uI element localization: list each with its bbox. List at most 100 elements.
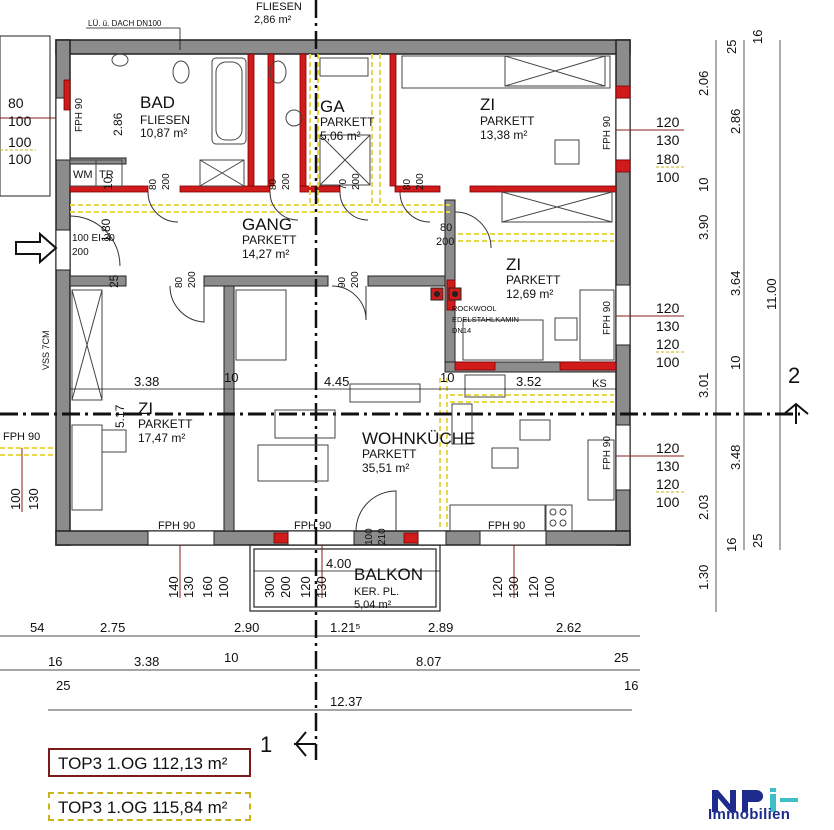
existing-lines bbox=[0, 54, 614, 530]
room-area: 17,47 m² bbox=[138, 431, 185, 445]
window-width: 120 bbox=[656, 336, 680, 352]
dim-label: 25 bbox=[107, 274, 121, 288]
company-name: Immobilien bbox=[708, 806, 791, 823]
window-dims-right: 120 130 180 100 120 130 120 100 120 130 … bbox=[616, 114, 684, 510]
room-floor: FLIESEN bbox=[140, 113, 190, 127]
door-swings bbox=[69, 191, 492, 532]
window-width: 160 bbox=[200, 576, 215, 598]
room-zi-left: ZI PARKETT 17,47 m² bbox=[138, 399, 193, 445]
window-width: 100 bbox=[8, 488, 23, 510]
dim-label: 1.21⁵ bbox=[330, 620, 361, 635]
room-name: ZI bbox=[480, 95, 495, 114]
window-height: 100 bbox=[656, 354, 680, 370]
window-height: 100 bbox=[656, 494, 680, 510]
dim-label: 10 bbox=[224, 650, 238, 665]
window-width: 80 bbox=[8, 95, 24, 111]
room-name: BALKON bbox=[354, 565, 423, 584]
tr-label: TR bbox=[99, 169, 114, 181]
room-bad: BAD FLIESEN 10,87 m² bbox=[140, 93, 190, 140]
window-width: 120 bbox=[490, 576, 505, 598]
room-area: 5,06 m² bbox=[320, 129, 361, 143]
window-height: 130 bbox=[656, 132, 680, 148]
tile-area: 2,86 m² bbox=[254, 14, 292, 26]
door-width: 100 bbox=[364, 528, 375, 545]
fph-label: FPH 90 bbox=[3, 431, 40, 443]
dim-label: 3.48 bbox=[728, 445, 743, 470]
door-height: 200 bbox=[351, 173, 362, 190]
room-area: 12,69 m² bbox=[506, 287, 553, 301]
room-area: 5,04 m² bbox=[354, 599, 392, 611]
window-width: 300 bbox=[262, 576, 277, 598]
npi-logo-icon bbox=[712, 788, 798, 812]
dim-label: 2.90 bbox=[234, 620, 259, 635]
window-height: 130 bbox=[506, 576, 521, 598]
dim-label: 10 bbox=[224, 370, 238, 385]
room-zi-top: ZI PARKETT 13,38 m² bbox=[480, 95, 535, 142]
dim-label: 16 bbox=[750, 30, 765, 44]
fph-label: FPH 90 bbox=[74, 98, 85, 132]
bottom-dims: 54 2.75 2.90 1.21⁵ 2.89 2.62 16 3.38 10 … bbox=[0, 620, 640, 711]
window-width: 120 bbox=[526, 576, 541, 598]
door-width: 90 bbox=[337, 276, 348, 288]
vss-label: VSS 7CM bbox=[41, 330, 51, 370]
dim-label: 3.52 bbox=[516, 374, 541, 389]
dim-label: 1.80 bbox=[99, 218, 113, 242]
window-height: 130 bbox=[181, 576, 196, 598]
tile-label: FLIESEN bbox=[256, 1, 302, 13]
door-width: 80 bbox=[440, 222, 452, 234]
left-inner-dims: 2.86 1.80 25 5.17 10 bbox=[99, 112, 127, 428]
window-width: 120 bbox=[656, 440, 680, 456]
room-floor: PARKETT bbox=[138, 417, 193, 431]
window-width: 120 bbox=[298, 576, 313, 598]
room-floor: PARKETT bbox=[242, 233, 297, 247]
room-floor: KER. PL. bbox=[354, 586, 399, 598]
dim-label: 25 bbox=[750, 534, 765, 548]
interior-walls bbox=[69, 157, 617, 532]
room-floor: PARKETT bbox=[362, 447, 417, 461]
window-width: 100 bbox=[8, 134, 32, 150]
balcony bbox=[249, 544, 441, 612]
window-width: 180 bbox=[656, 151, 680, 167]
door-height: 200 bbox=[281, 173, 292, 190]
dim-label: 25 bbox=[56, 678, 70, 693]
fireplace-label-2: EDELSTAHLKAMIN bbox=[452, 315, 519, 324]
area-box-netto: TOP3 1.OG 115,84 m² bbox=[48, 792, 251, 821]
roof-note: LÜ. ü. DACH DN100 bbox=[88, 19, 162, 28]
wm-label: WM bbox=[73, 169, 93, 181]
fireplace-label-3: DN14 bbox=[452, 326, 471, 335]
dim-label: 3.38 bbox=[134, 654, 159, 669]
fireplace-icon bbox=[430, 287, 462, 301]
dim-label: 2.86 bbox=[728, 109, 743, 134]
dim-label: 16 bbox=[48, 654, 62, 669]
room-name: ZI bbox=[138, 399, 153, 418]
area-box-brutto: TOP3 1.OG 112,13 m² bbox=[48, 748, 251, 777]
dim-label: 3.38 bbox=[134, 374, 159, 389]
window-height: 100 bbox=[542, 576, 557, 598]
dim-label: 2.06 bbox=[696, 71, 711, 96]
window-height: 100 bbox=[8, 151, 32, 167]
window-height: 100 bbox=[8, 113, 32, 129]
door-height: 200 bbox=[350, 271, 361, 288]
room-ga: GA PARKETT 5,06 m² bbox=[320, 97, 375, 143]
room-floor: PARKETT bbox=[480, 114, 535, 128]
room-floor: PARKETT bbox=[320, 115, 375, 129]
window-height: 130 bbox=[26, 488, 41, 510]
room-gang: GANG PARKETT 14,27 m² bbox=[242, 215, 297, 261]
fph-label: FPH 90 bbox=[488, 520, 525, 532]
fph-labels: FPH 90 FPH 90 FPH 90 FPH 90 FPH 90 FPH 9… bbox=[3, 98, 613, 532]
room-area: 13,38 m² bbox=[480, 128, 527, 142]
dim-label: 10 bbox=[696, 178, 711, 192]
door-height: 200 bbox=[161, 173, 172, 190]
room-wohnkueche: WOHNKÜCHE PARKETT 35,51 m² bbox=[362, 429, 475, 475]
section-line-2: 2 bbox=[0, 363, 809, 424]
dim-label: 12.37 bbox=[330, 694, 363, 709]
window-height: 130 bbox=[656, 458, 680, 474]
door-height: 200 bbox=[187, 271, 198, 288]
dim-label: 54 bbox=[30, 620, 44, 635]
window-height: 200 bbox=[278, 576, 293, 598]
ks-label: KS bbox=[592, 378, 607, 390]
dim-label: 4.45 bbox=[324, 374, 349, 389]
room-floor: PARKETT bbox=[506, 273, 561, 287]
room-name: WOHNKÜCHE bbox=[362, 429, 475, 448]
